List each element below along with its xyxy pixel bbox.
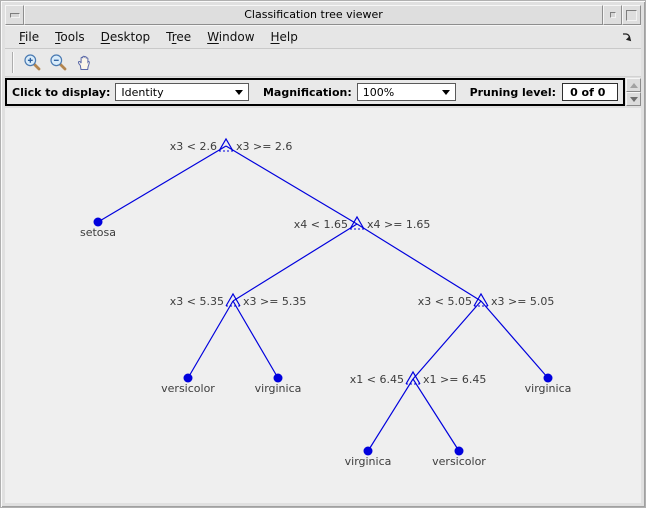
tree-split-label-left: x4 < 1.65 xyxy=(294,218,348,231)
tree-branch-node[interactable] xyxy=(473,292,489,307)
tree-leaf-label: versicolor xyxy=(161,382,215,395)
tree-edge xyxy=(232,223,358,302)
toolbar-grip xyxy=(12,52,13,73)
spinner-up-button[interactable] xyxy=(626,78,641,92)
menu-item-tree[interactable]: Tree xyxy=(166,29,192,44)
dock-arrow-icon xyxy=(623,32,632,41)
minimize-icon xyxy=(609,12,616,18)
tree-branch-node[interactable] xyxy=(218,137,234,152)
magnification-select[interactable]: 100% xyxy=(356,83,456,101)
maximize-icon xyxy=(626,9,637,21)
spinner-down-icon xyxy=(629,96,638,102)
spinner-up-icon xyxy=(629,82,638,88)
dock-button[interactable] xyxy=(621,31,633,43)
tree-edge xyxy=(97,145,227,223)
chevron-down-icon xyxy=(441,89,450,95)
tree-split-label-right: x3 >= 5.35 xyxy=(243,295,306,308)
tree-split-label-left: x3 < 2.6 xyxy=(170,140,217,153)
tree-svg: x3 < 2.6 x3 >= 2.6 setosa x4 < 1.65 x4 >= 1.… xyxy=(80,137,572,468)
tree-edge xyxy=(367,378,414,452)
pruning-level-value: 0 of 0 xyxy=(562,83,618,101)
tree-split-label-left: x3 < 5.35 xyxy=(170,295,224,308)
tree-split-label-right: x3 >= 5.05 xyxy=(491,295,554,308)
tree-branch-node[interactable] xyxy=(225,292,241,307)
click-to-display-label: Click to display: xyxy=(12,85,111,99)
zoom-in-icon xyxy=(24,54,41,71)
menubar: File Tools Desktop Tree Window Help xyxy=(5,25,641,49)
tree-split-label-right: x4 >= 1.65 xyxy=(367,218,430,231)
tree-edge xyxy=(225,145,358,225)
magnification-label: Magnification: xyxy=(262,85,352,99)
tree-branch-node[interactable] xyxy=(349,215,365,230)
pruning-level-label: Pruning level: xyxy=(469,85,557,99)
tree-edge xyxy=(412,378,460,452)
pan-button[interactable] xyxy=(73,51,96,74)
chevron-down-icon xyxy=(234,89,243,95)
magnification-value: 100% xyxy=(362,85,395,99)
window-title: Classification tree viewer xyxy=(24,5,603,25)
tree-leaf-label: versicolor xyxy=(432,455,486,468)
menu-item-window[interactable]: Window xyxy=(207,29,255,44)
tree-split-label-left: x3 < 5.05 xyxy=(418,295,472,308)
titlebar: Classification tree viewer xyxy=(5,5,641,25)
menu-item-file[interactable]: File xyxy=(19,29,40,44)
tree-edge xyxy=(412,300,482,380)
zoom-out-icon xyxy=(50,54,67,71)
display-mode-value: Identity xyxy=(121,85,164,99)
tree-leaf-label: virginica xyxy=(255,382,302,395)
zoom-in-button[interactable] xyxy=(21,51,44,74)
pruning-spinner xyxy=(626,78,641,106)
tree-edge xyxy=(356,223,482,302)
menu-item-help[interactable]: Help xyxy=(270,29,298,44)
tree-leaf-node[interactable] xyxy=(363,446,373,456)
tree-branch-node[interactable] xyxy=(405,370,421,385)
controls-row: Click to display: Identity Magnification… xyxy=(5,78,641,106)
maximize-button[interactable] xyxy=(622,5,641,25)
tree-leaf-label: setosa xyxy=(80,226,116,239)
tree-leaf-label: virginica xyxy=(525,382,572,395)
menu-item-tools[interactable]: Tools xyxy=(55,29,85,44)
zoom-out-button[interactable] xyxy=(47,51,70,74)
tree-leaf-node[interactable] xyxy=(93,217,103,227)
tree-leaf-node[interactable] xyxy=(454,446,464,456)
tree-canvas[interactable]: x3 < 2.6 x3 >= 2.6 setosa x4 < 1.65 x4 >= 1.… xyxy=(5,108,641,503)
tree-split-label-left: x1 < 6.45 xyxy=(350,373,404,386)
spinner-down-button[interactable] xyxy=(626,92,641,106)
menu-item-desktop[interactable]: Desktop xyxy=(100,29,151,44)
tree-edge xyxy=(232,300,279,379)
hand-icon xyxy=(78,55,90,70)
tree-edge xyxy=(187,300,234,379)
toolbar xyxy=(5,49,641,77)
display-mode-select[interactable]: Identity xyxy=(115,83,249,101)
tree-leaf-node[interactable] xyxy=(273,373,283,383)
tree-split-label-right: x3 >= 2.6 xyxy=(236,140,292,153)
tree-leaf-label: virginica xyxy=(345,455,392,468)
minimize-button[interactable] xyxy=(603,5,622,25)
tree-leaf-node[interactable] xyxy=(183,373,193,383)
tree-split-label-right: x1 >= 6.45 xyxy=(423,373,486,386)
window-menu-button[interactable] xyxy=(5,5,24,25)
tree-leaf-node[interactable] xyxy=(543,373,553,383)
tree-edge xyxy=(480,300,549,379)
window-menu-dash-icon xyxy=(9,12,20,18)
control-panel: Click to display: Identity Magnification… xyxy=(5,78,625,106)
